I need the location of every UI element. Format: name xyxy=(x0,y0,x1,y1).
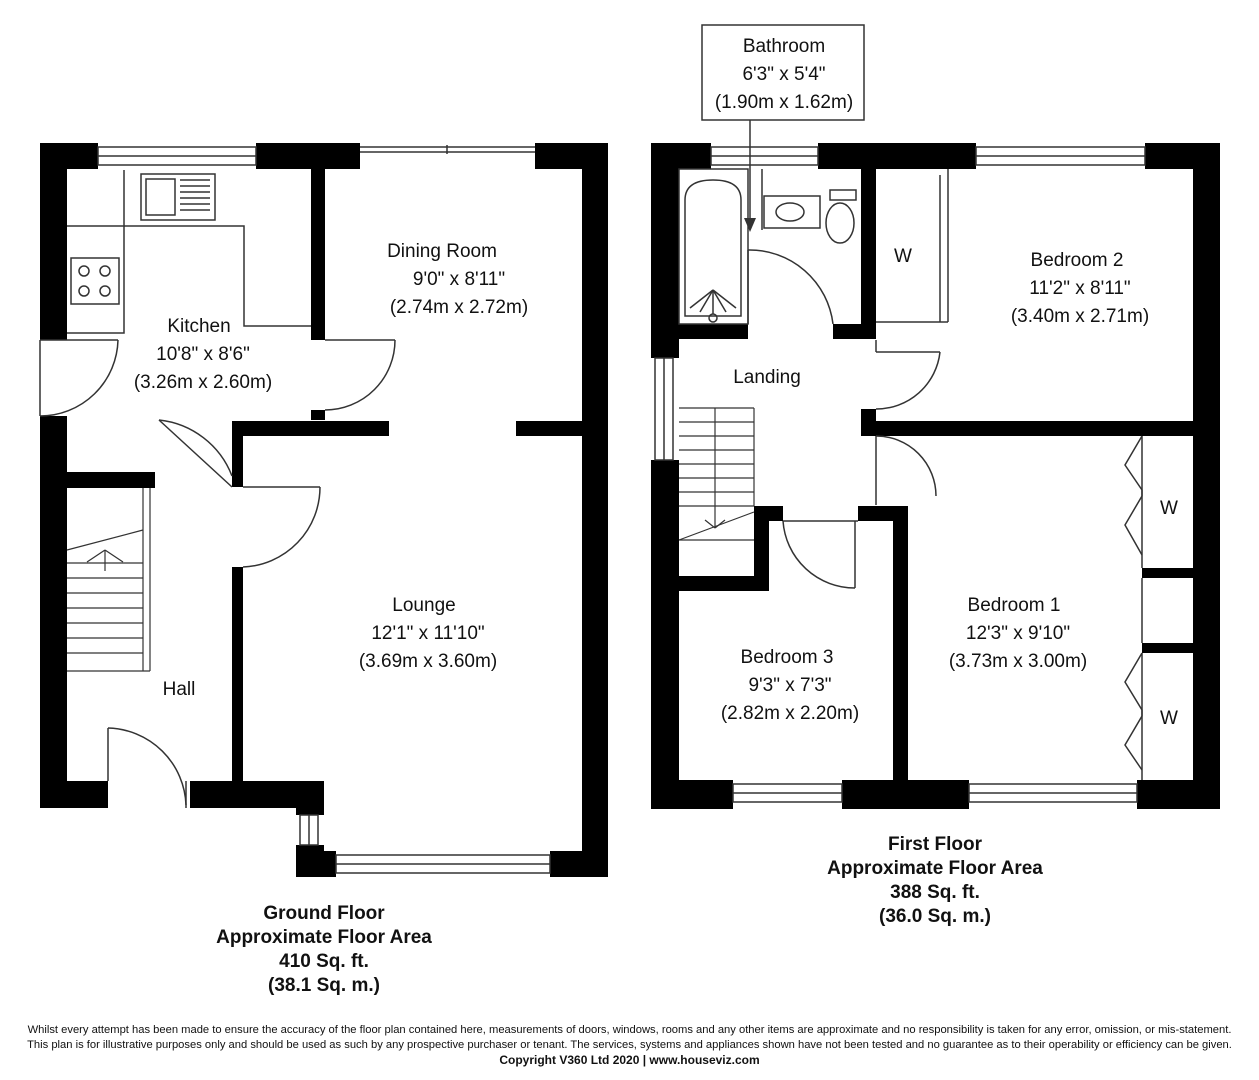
kitchen-name: Kitchen xyxy=(167,316,230,337)
first-floor-title: First Floor xyxy=(888,834,982,855)
lounge-metric: (3.69m x 3.60m) xyxy=(359,651,497,672)
disclaimer: Whilst every attempt has been made to en… xyxy=(8,1023,1251,1052)
bedroom3-name: Bedroom 3 xyxy=(741,647,834,668)
landing-name: Landing xyxy=(733,367,801,388)
kitchen-fittings xyxy=(67,170,311,334)
dining-imperial: 9'0" x 8'11" xyxy=(413,269,505,290)
first-floor-area-sqft: 388 Sq. ft. xyxy=(890,882,980,903)
bedroom2-name: Bedroom 2 xyxy=(1031,250,1124,271)
ground-floor-area-sqm: (38.1 Sq. m.) xyxy=(268,975,380,996)
bedroom3-metric: (2.82m x 2.20m) xyxy=(721,703,859,724)
bathroom-name: Bathroom xyxy=(743,36,825,57)
ground-floor-labels: Kitchen 10'8" x 8'6" (3.26m x 2.60m) Din… xyxy=(134,241,528,700)
wardrobe-label-bedroom2: W xyxy=(894,246,912,267)
ground-floor-title: Ground Floor xyxy=(263,903,385,924)
first-floor-area-label: Approximate Floor Area xyxy=(827,858,1043,879)
first-floor-windows xyxy=(654,146,1146,803)
first-floor-area-caption: First Floor Approximate Floor Area 388 S… xyxy=(785,833,1085,929)
bedroom1-imperial: 12'3" x 9'10" xyxy=(966,623,1070,644)
bathroom-callout: Bathroom 6'3" x 5'4" (1.90m x 1.62m) xyxy=(701,24,865,232)
lounge-name: Lounge xyxy=(392,595,455,616)
ground-floor-plan: Kitchen 10'8" x 8'6" (3.26m x 2.60m) Din… xyxy=(39,143,608,877)
hall-name: Hall xyxy=(163,679,196,700)
ground-floor-windows xyxy=(97,145,551,874)
bedroom1-metric: (3.73m x 3.00m) xyxy=(949,651,1087,672)
bathroom-imperial: 6'3" x 5'4" xyxy=(742,64,825,85)
ground-floor-walls xyxy=(40,143,608,877)
ground-floor-area-sqft: 410 Sq. ft. xyxy=(279,951,369,972)
ground-floor-area-label: Approximate Floor Area xyxy=(216,927,432,948)
first-floor-plan: Bathroom 6'3" x 5'4" (1.90m x 1.62m) xyxy=(651,24,1220,809)
ground-floor-area-caption: Ground Floor Approximate Floor Area 410 … xyxy=(174,902,474,998)
disclaimer-line-2: This plan is for illustrative purposes o… xyxy=(27,1038,1232,1051)
kitchen-metric: (3.26m x 2.60m) xyxy=(134,372,272,393)
wardrobe-label-bedroom1-top: W xyxy=(1160,498,1178,519)
bedroom2-metric: (3.40m x 2.71m) xyxy=(1011,306,1149,327)
bedroom3-imperial: 9'3" x 7'3" xyxy=(748,675,831,696)
first-floor-area-sqm: (36.0 Sq. m.) xyxy=(879,906,991,927)
first-floor-walls xyxy=(651,143,1220,809)
bathroom-metric: (1.90m x 1.62m) xyxy=(715,92,853,113)
ground-floor-doors xyxy=(39,339,396,808)
first-floor-doors xyxy=(747,249,941,589)
dining-metric: (2.74m x 2.72m) xyxy=(390,297,528,318)
wardrobes xyxy=(876,169,1143,780)
wardrobe-label-bedroom1-bottom: W xyxy=(1160,708,1178,729)
kitchen-imperial: 10'8" x 8'6" xyxy=(156,344,250,365)
copyright: Copyright V360 Ltd 2020 | www.houseviz.c… xyxy=(499,1053,760,1067)
lounge-imperial: 12'1" x 11'10" xyxy=(371,623,484,644)
first-floor-stairs xyxy=(678,407,755,541)
bathroom-fittings xyxy=(678,168,857,325)
bedroom1-name: Bedroom 1 xyxy=(968,595,1061,616)
bedroom2-imperial: 11'2" x 8'11" xyxy=(1029,278,1130,299)
first-floor-labels: W W W Bedroom 2 11'2" x 8'11" (3.40m x 2… xyxy=(721,246,1178,729)
dining-name: Dining Room xyxy=(387,241,497,262)
ground-floor-stairs xyxy=(66,488,151,672)
disclaimer-line-1: Whilst every attempt has been made to en… xyxy=(27,1024,1232,1036)
